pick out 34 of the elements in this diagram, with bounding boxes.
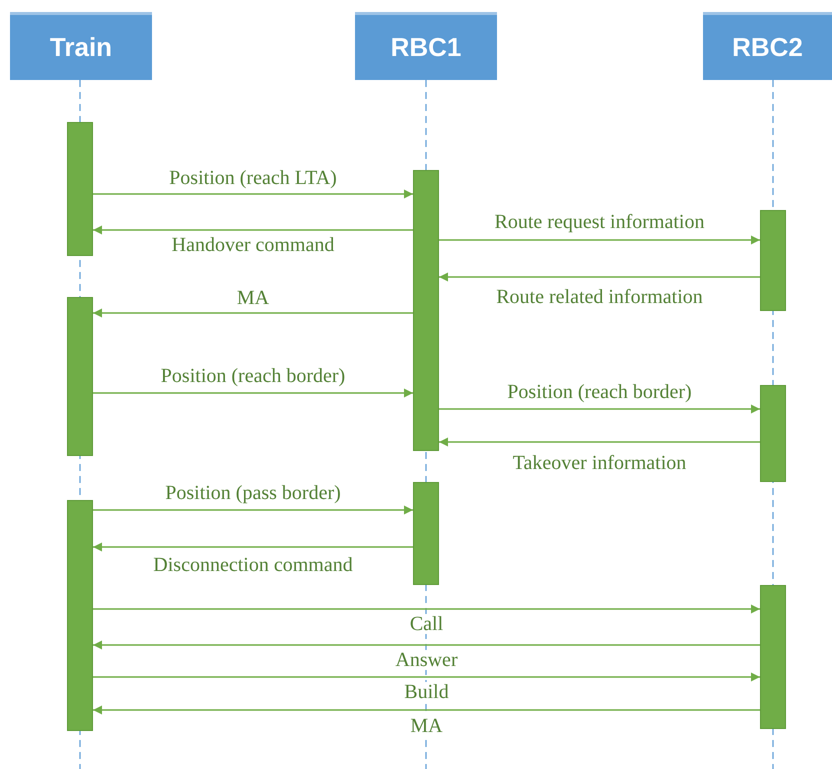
message-arrow	[439, 438, 760, 446]
message-arrow	[93, 542, 413, 552]
message-arrow	[93, 388, 413, 398]
edge-label: MA	[408, 716, 445, 736]
activation-bar	[67, 500, 93, 731]
message-arrow	[93, 706, 760, 714]
edge-label: Build	[402, 682, 451, 702]
edge-label: Position (reach border)	[158, 366, 348, 386]
lifeline-header: Train	[10, 12, 152, 80]
message-arrow	[93, 506, 413, 514]
lifeline-header: RBC1	[355, 12, 497, 80]
message-arrow	[439, 236, 760, 244]
activation-bar	[67, 122, 93, 256]
message-arrow	[439, 272, 760, 282]
message-arrow	[93, 604, 760, 614]
activation-bar	[413, 482, 439, 585]
message-arrow	[93, 672, 760, 682]
message-arrow	[439, 404, 760, 414]
lifeline-header: RBC2	[703, 12, 832, 80]
edge-label: Answer	[393, 650, 460, 670]
activation-bar	[67, 297, 93, 456]
activation-bar	[760, 585, 786, 729]
message-arrow	[93, 640, 760, 650]
message-arrow	[93, 190, 413, 198]
edge-label: Position (pass border)	[163, 483, 343, 503]
message-arrow	[93, 308, 413, 318]
edge-label: Call	[408, 614, 446, 634]
activation-bar	[413, 170, 439, 451]
edge-label: Position (reach border)	[505, 382, 694, 402]
edge-label: Position (reach LTA)	[167, 168, 339, 188]
activation-bar	[760, 210, 786, 311]
message-arrow	[93, 226, 413, 234]
edge-label: Route request information	[492, 212, 706, 232]
activation-bar	[760, 385, 786, 482]
